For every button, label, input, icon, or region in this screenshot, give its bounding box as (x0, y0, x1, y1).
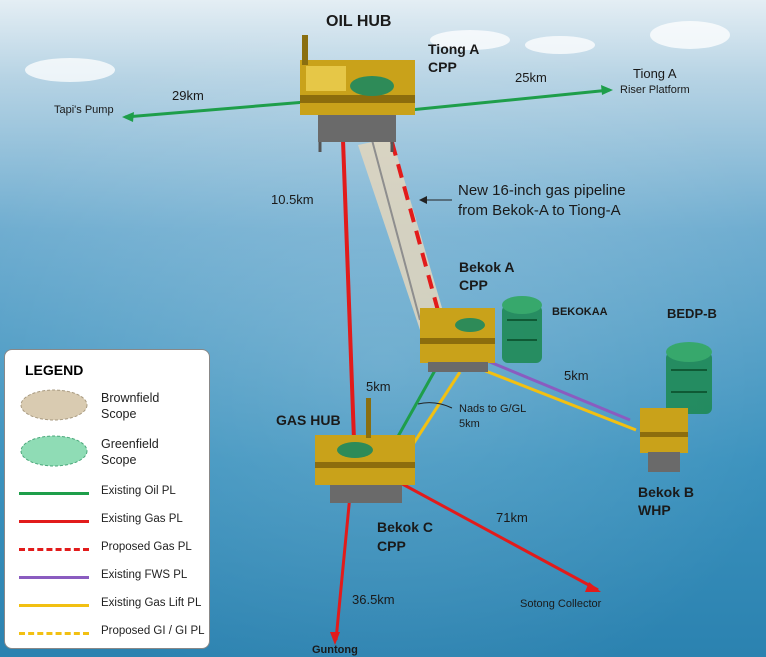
gas-pipeline-sotong (394, 478, 599, 592)
distance-71-label: 71km (496, 510, 528, 525)
new-pipeline-line1: New 16-inch gas pipeline (458, 182, 626, 199)
proposed-gas-pipeline (390, 141, 442, 319)
distance-25-label: 25km (515, 70, 547, 85)
legend-label: Brownfield Scope (101, 391, 160, 421)
new-pipeline-line2: from Bekok-A to Tiong-A (458, 202, 621, 219)
proposed-gas-line-swatch (19, 548, 89, 551)
legend-label: Existing FWS PL (101, 569, 188, 581)
legend-label: Existing Oil PL (101, 485, 176, 497)
gas-line-swatch (19, 520, 89, 523)
gas-hub-platform (315, 398, 415, 503)
oil-hub-platform (300, 35, 415, 152)
guntong-label: Guntong (312, 644, 358, 656)
legend-item-brownfield: Brownfield Scope (19, 388, 159, 425)
riser-platform-label: Riser Platform (620, 84, 690, 96)
arrow-icon (601, 85, 613, 95)
legend-title: LEGEND (25, 362, 84, 378)
legend-label: Proposed GI / GI PL (101, 625, 205, 637)
pipelines (122, 85, 637, 645)
distance-5-left-label: 5km (366, 379, 391, 394)
oil-pipeline-riser (409, 88, 611, 112)
fws-pipeline-bekok-b (484, 358, 631, 422)
bekok-a-platform (420, 308, 495, 372)
oil-line-swatch (19, 492, 89, 495)
gas-pipeline-oil-to-gas-hub (341, 139, 356, 441)
tapis-pump-label: Tapi's Pump (54, 104, 114, 116)
bekok-c-cpp-label: Bekok C CPP (377, 519, 434, 554)
oil-pipeline-tapis (124, 98, 331, 119)
legend: LEGEND Brownfield Scope Greenfield Scope… (4, 349, 210, 649)
tiong-a-riser-label: Tiong A (633, 66, 677, 81)
proposed-gi-line-swatch (19, 632, 89, 635)
legend-label: Greenfield Scope (101, 437, 159, 467)
distance-36-5-label: 36.5km (352, 592, 395, 607)
fws-line-swatch (19, 576, 89, 579)
distance-29-label: 29km (172, 88, 204, 103)
clouds (25, 21, 730, 82)
gaslift-pipeline-bekok (406, 371, 462, 453)
oil-hub-label: OIL HUB (326, 13, 392, 30)
bekok-b-platform (640, 408, 688, 472)
legend-item-greenfield: Greenfield Scope (19, 434, 159, 471)
legend-label: Existing Gas PL (101, 513, 183, 525)
gas-pipeline-guntong (334, 494, 352, 641)
bedp-b-label: BEDP-B (667, 306, 717, 321)
sotong-collector-label: Sotong Collector (520, 598, 602, 610)
distance-5-right-label: 5km (564, 368, 589, 383)
nads-label: Nads to G/GL 5km (459, 403, 527, 430)
legend-label: Existing Gas Lift PL (101, 597, 202, 609)
distance-10-5-label: 10.5km (271, 192, 314, 207)
grey-pipeline (371, 139, 421, 321)
brownfield-scope-area (358, 138, 445, 330)
brownfield-swatch (20, 389, 88, 421)
bekokaa-platform (502, 296, 542, 363)
greenfield-swatch (20, 435, 88, 467)
arrow-icon (419, 196, 427, 204)
gas-hub-label: GAS HUB (276, 412, 341, 428)
bekok-b-whp-label: Bekok B WHP (638, 484, 695, 518)
gaslift-line-swatch (19, 604, 89, 607)
oil-pipeline-bekok (394, 364, 440, 441)
bedp-b-platform (666, 342, 712, 414)
legend-label: Proposed Gas PL (101, 541, 192, 553)
gaslift-pipeline-bekok-b (477, 366, 637, 432)
arrow-icon (585, 582, 601, 592)
annotation-curve (417, 402, 453, 409)
arrow-icon (122, 112, 134, 122)
bekokaa-label: BEKOKAA (552, 306, 608, 318)
bekok-a-cpp-label: Bekok A CPP (459, 259, 515, 293)
tiong-a-cpp-label: Tiong A CPP (428, 41, 480, 75)
arrow-icon (330, 632, 340, 645)
